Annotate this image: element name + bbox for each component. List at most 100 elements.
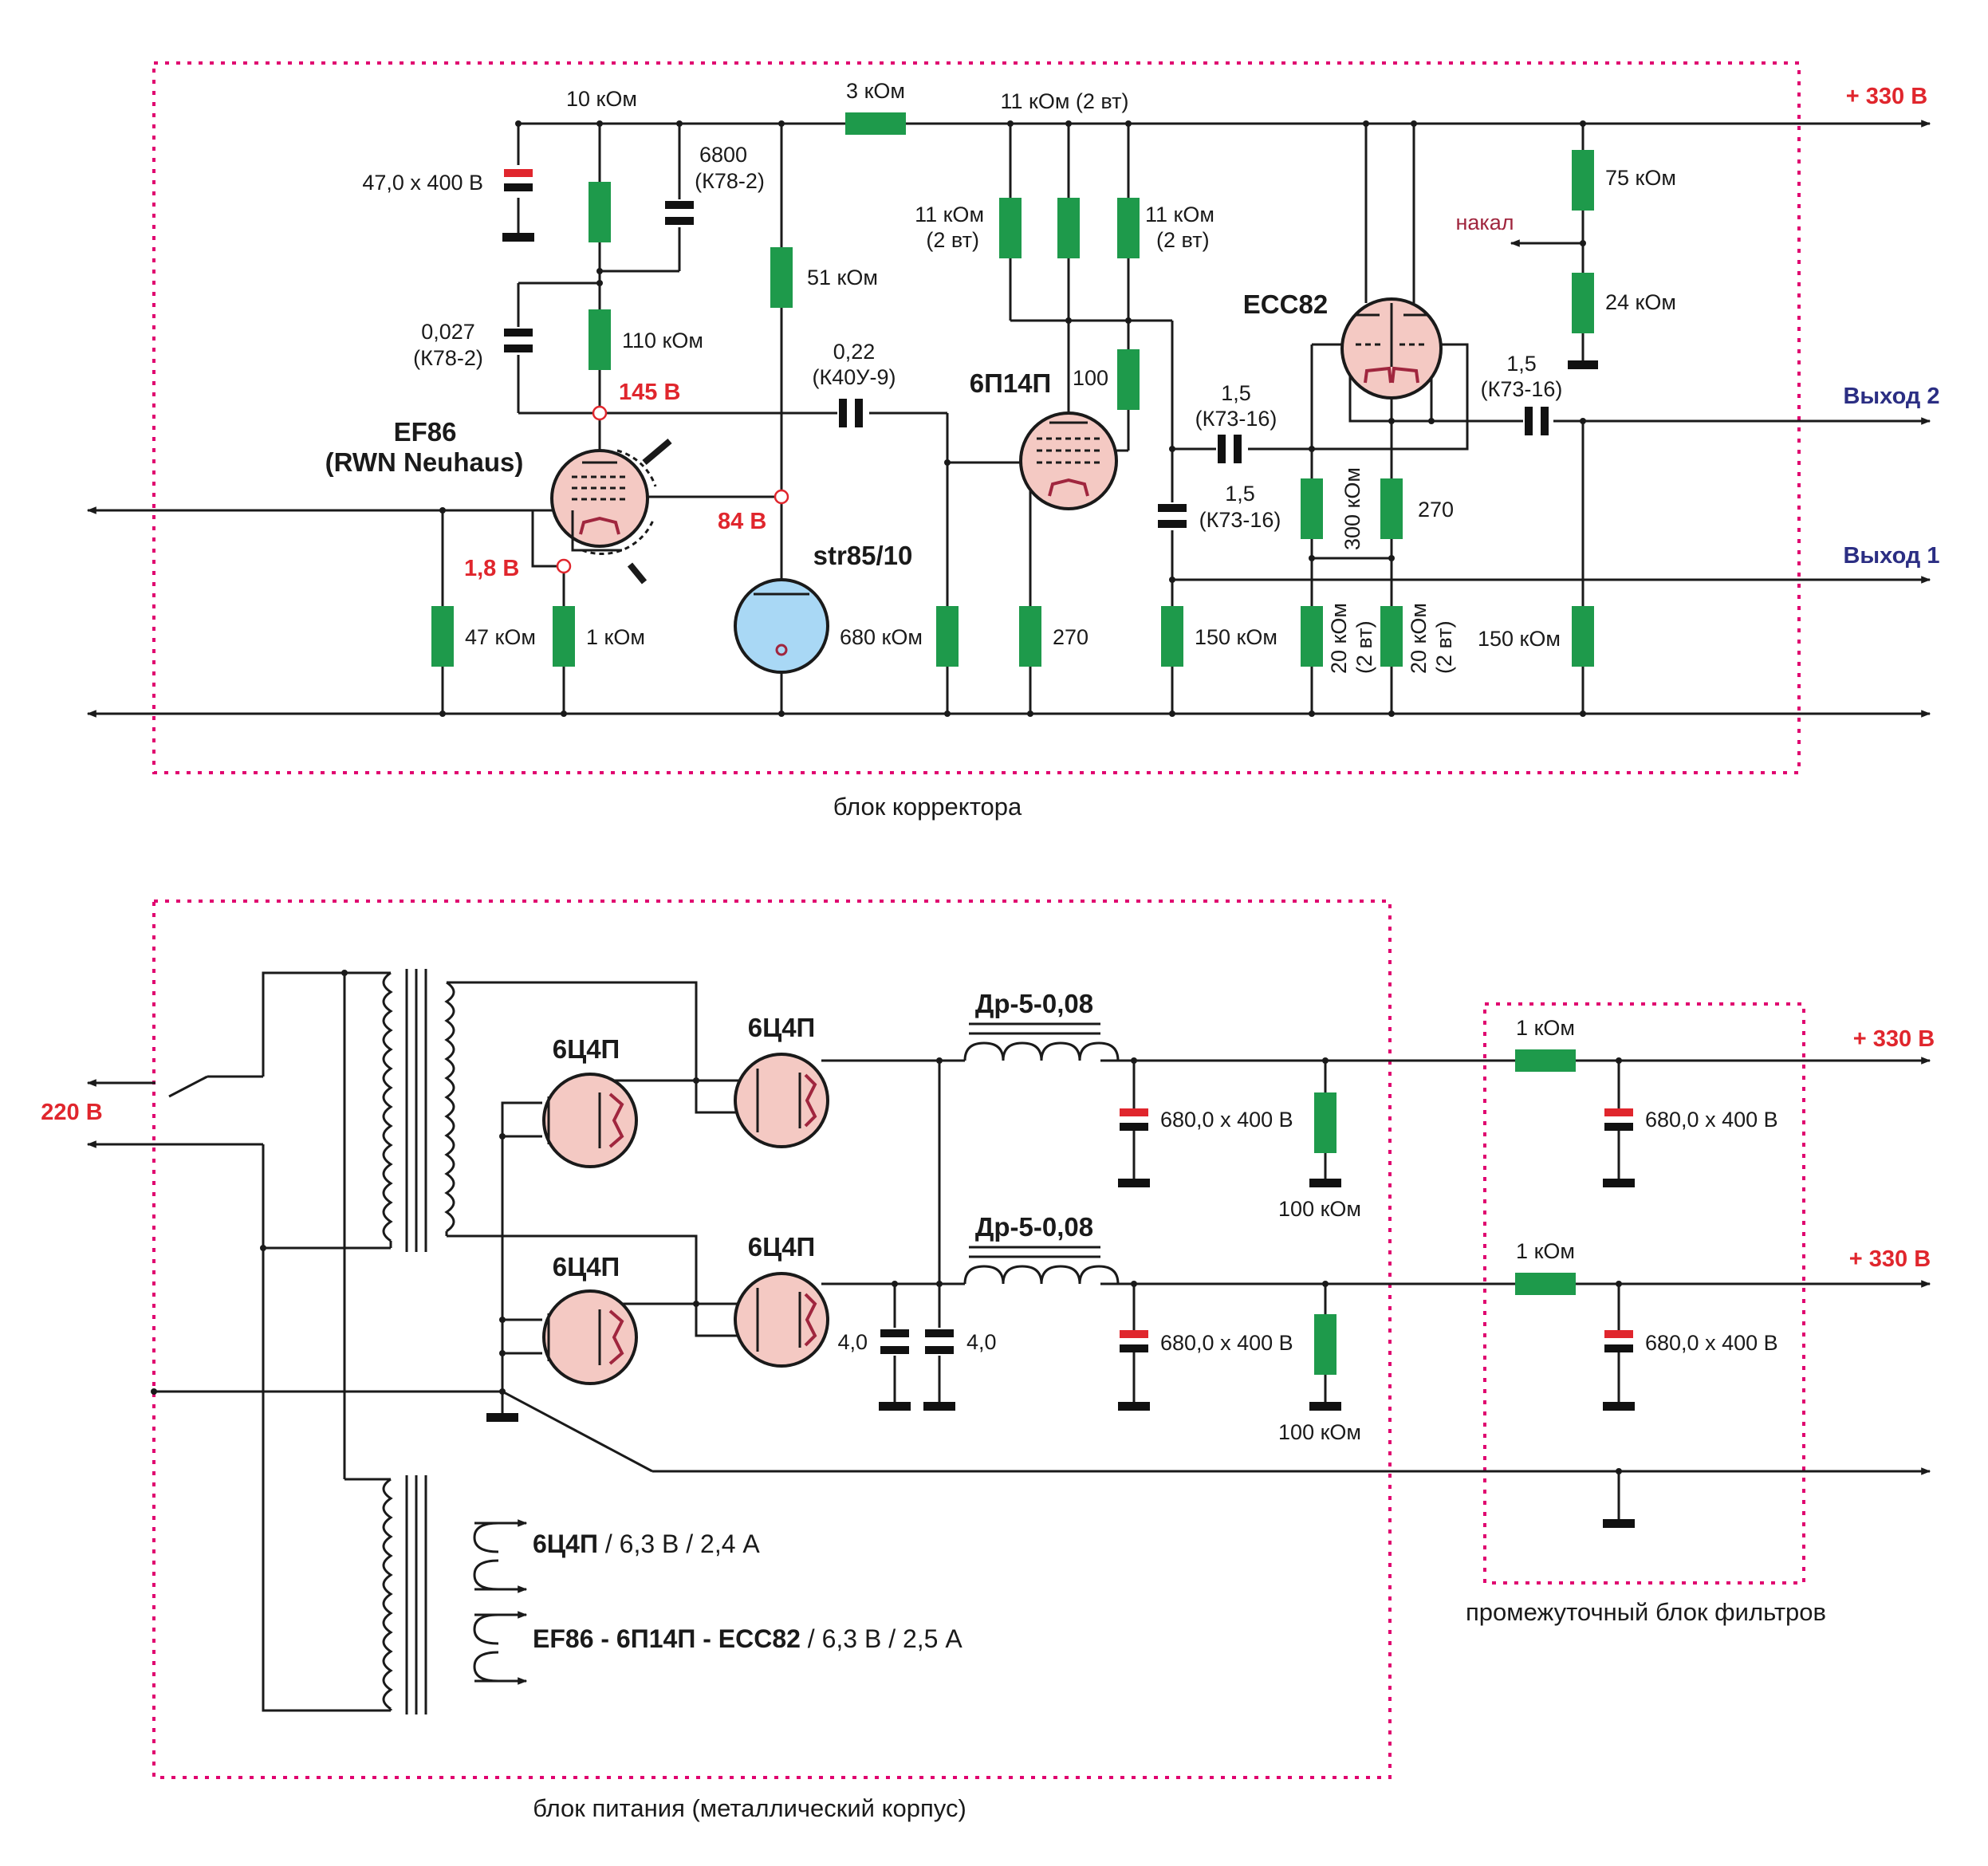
capacitor-680-3 (1603, 1108, 1635, 1187)
test-point-84v (774, 489, 789, 505)
capacitor-4uf-b (923, 1329, 955, 1411)
capacitor-680-4 (1603, 1330, 1635, 1411)
label-11k-left-w: (2 вт) (926, 228, 979, 252)
capacitor-680-2 (1118, 1330, 1150, 1411)
label-0-027-type: (К78-2) (413, 346, 483, 370)
resistor-51k (770, 247, 793, 308)
label-100: 100 (1073, 366, 1108, 390)
label-680-1: 680,0 x 400 В (1160, 1108, 1293, 1132)
label-1k: 1 кОм (586, 625, 645, 649)
resistor-100 (1117, 349, 1140, 410)
resistor-150k-b (1572, 606, 1594, 667)
heater-winding-2-spec: / 6,3 В / 2,5 А (801, 1624, 963, 1653)
resistor-10k (589, 182, 611, 242)
label-1k-filter-1: 1 кОм (1516, 1016, 1575, 1040)
mains-transformer (382, 969, 455, 1252)
resistor-3k (845, 112, 906, 135)
heater-winding-1-label: 6Ц4П / 6,3 В / 2,4 А (533, 1529, 760, 1558)
label-47k: 47 кОм (465, 625, 536, 649)
label-3k: 3 кОм (846, 79, 905, 103)
rectifier-3 (542, 1289, 638, 1385)
label-20k-a-w: (2 вт) (1352, 620, 1376, 674)
stabilizer-title: str85/10 (813, 541, 913, 570)
voltage-plus330-top: + 330 В (1846, 84, 1927, 109)
label-11k-right: 11 кОм (1145, 203, 1214, 226)
label-270-ecc: 270 (1418, 498, 1454, 522)
voltage-145v: 145 В (619, 380, 680, 405)
heater-winding-1-spec: / 6,3 В / 2,4 А (598, 1529, 760, 1558)
tube-6p14p (1019, 411, 1118, 510)
label-150k-b: 150 кОм (1478, 627, 1561, 651)
label-680-3: 680,0 x 400 В (1645, 1108, 1778, 1132)
power-block-frame (152, 900, 1392, 1779)
capacitor-1-5-a (1218, 435, 1242, 463)
corrector-block-frame (152, 61, 1801, 774)
heater-winding-1-tubes: 6Ц4П (533, 1529, 598, 1558)
resistor-20k-b (1380, 606, 1403, 667)
tube-ef86 (550, 438, 672, 585)
voltage-1-8v: 1,8 В (464, 556, 519, 581)
power-block-caption: блок питания (металлический корпус) (533, 1794, 966, 1822)
voltage-84v: 84 В (718, 509, 766, 534)
test-point-145v (592, 405, 608, 421)
label-11k-left: 11 кОм (915, 203, 984, 226)
label-20k-a: 20 кОм (1327, 603, 1351, 674)
label-680k: 680 кОм (840, 625, 923, 649)
filter-block-caption: промежуточный блок фильтров (1466, 1598, 1826, 1626)
tube-ef86-title: EF86 (394, 417, 457, 447)
label-1k-filter-2: 1 кОм (1516, 1239, 1575, 1263)
resistor-270-ecc (1380, 478, 1403, 539)
resistor-680k (936, 606, 959, 667)
rectifier-4 (734, 1272, 829, 1368)
corrector-block-caption: блок корректора (833, 793, 1022, 821)
capacitor-1-5-c (1525, 407, 1549, 435)
filter-block-frame (1483, 1002, 1805, 1585)
output-2-label: Выход 2 (1843, 384, 1939, 409)
capacitor-1-5-b (1158, 504, 1187, 528)
rectifier-2 (734, 1053, 829, 1148)
label-1-5-a-type: (К73-16) (1195, 407, 1277, 431)
label-0-027: 0,027 (421, 320, 475, 344)
label-1-5-c: 1,5 (1506, 352, 1537, 376)
capacitor-0-027 (504, 329, 533, 352)
bleeder-grounds (1309, 1179, 1341, 1411)
label-100k-2: 100 кОм (1278, 1420, 1361, 1444)
label-11k-right-w: (2 вт) (1156, 228, 1210, 252)
junction-dots (439, 120, 1586, 717)
label-6800: 6800 (699, 143, 747, 167)
label-4uf-b: 4,0 (966, 1330, 997, 1354)
resistor-11k-mid (1057, 198, 1080, 258)
heater-winding-2-label: EF86 - 6П14П - ECC82 / 6,3 В / 2,5 А (533, 1624, 963, 1653)
resistor-11k-left (999, 198, 1022, 258)
frames (152, 61, 1805, 1779)
capacitor-0-22 (839, 399, 863, 427)
power-junction-dots (151, 970, 1622, 1474)
label-20k-b: 20 кОм (1407, 603, 1431, 674)
resistor-300k (1301, 478, 1323, 539)
label-1-5-b: 1,5 (1225, 482, 1255, 506)
rectifier-2-title: 6Ц4П (748, 1013, 816, 1042)
label-1-5-b-type: (К73-16) (1199, 508, 1281, 532)
heater-transformer (382, 1475, 528, 1714)
label-11k-2w-top: 11 кОм (2 вт) (1000, 89, 1128, 113)
label-20k-b-w: (2 вт) (1432, 620, 1456, 674)
capacitor-47uf (502, 169, 534, 242)
stabilizer-str85-10 (734, 578, 829, 674)
resistor-20k-a (1301, 606, 1323, 667)
label-4uf-a: 4,0 (837, 1330, 868, 1354)
voltage-plus330-ps2: + 330 В (1849, 1246, 1931, 1272)
capacitor-6800 (665, 201, 694, 225)
tube-6p14p-title: 6П14П (970, 368, 1052, 398)
resistor-47k (431, 606, 454, 667)
label-680-2: 680,0 x 400 В (1160, 1331, 1293, 1355)
label-47uf: 47,0 x 400 В (362, 171, 483, 195)
label-110k: 110 кОм (622, 329, 703, 352)
capacitor-680-1 (1118, 1108, 1150, 1187)
voltage-plus330-ps1: + 330 В (1853, 1026, 1935, 1052)
ground-terminal-filter (1603, 1519, 1635, 1528)
capacitor-4uf-a (879, 1329, 911, 1411)
voltage-mains: 220 В (41, 1100, 102, 1125)
label-1-5-c-type: (К73-16) (1481, 377, 1563, 401)
heater-winding-2-tubes: EF86 - 6П14П - ECC82 (533, 1624, 801, 1653)
